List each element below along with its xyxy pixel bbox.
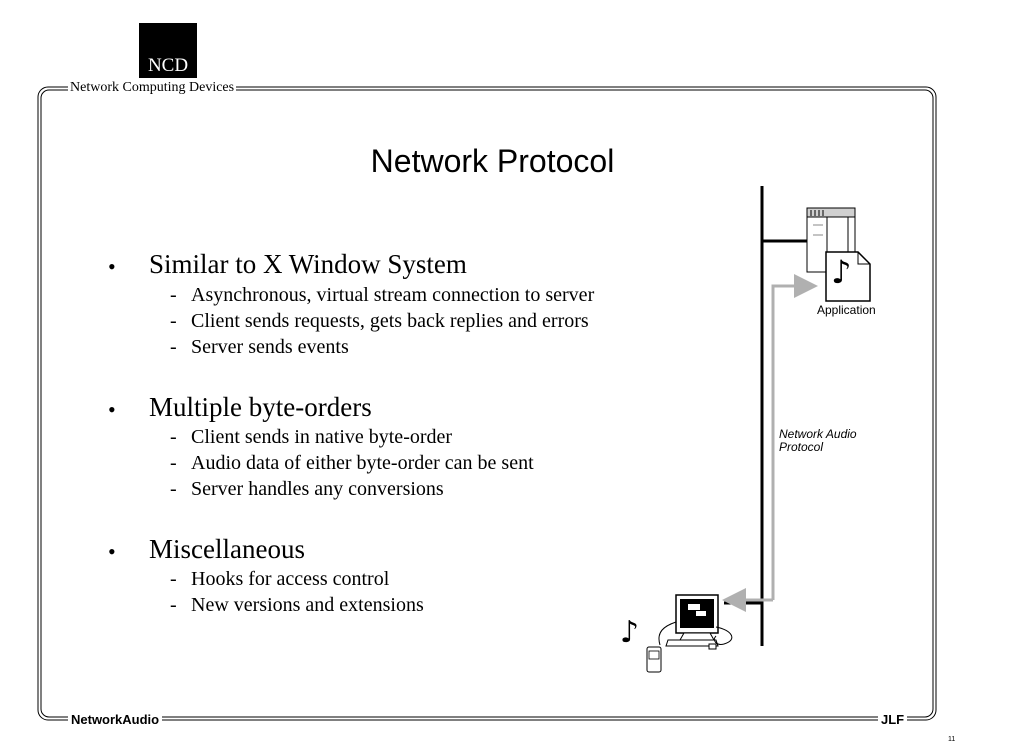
list-item: -Hooks for access control [170,568,390,590]
music-note-icon: ♪ [620,615,640,650]
list-item: -Client sends requests, gets back replie… [170,310,589,332]
company-name: Network Computing Devices [68,80,237,96]
bullet-1: • [108,254,116,279]
section-heading-2: Multiple byte-orders [149,392,372,422]
list-item: -Server handles any conversions [170,478,444,500]
music-note-icon: ♪ [831,253,852,291]
bullet-2: • [108,397,116,422]
application-label: Application [817,303,876,317]
section-heading-1: Similar to X Window System [149,249,467,279]
slide-title: Network Protocol [370,143,615,179]
list-item: -Client sends in native byte-order [170,426,453,448]
logo-text: NCD [147,55,189,76]
workstation-icon [646,594,733,673]
list-item: -Audio data of either byte-order can be … [170,452,534,474]
footer-left: NetworkAudio [68,712,163,727]
list-item: -Asynchronous, virtual stream connection… [170,284,595,306]
bullet-3: • [108,539,116,564]
page-number: 11 [948,736,956,743]
protocol-connector [722,274,818,612]
list-item: -New versions and extensions [170,594,424,616]
section-heading-3: Miscellaneous [149,534,305,564]
ncd-logo: NCD [139,23,197,78]
list-item: -Server sends events [170,336,349,358]
protocol-label: Network Audio Protocol [779,427,857,454]
footer-right: JLF [878,712,908,727]
application-document-icon [825,251,871,302]
